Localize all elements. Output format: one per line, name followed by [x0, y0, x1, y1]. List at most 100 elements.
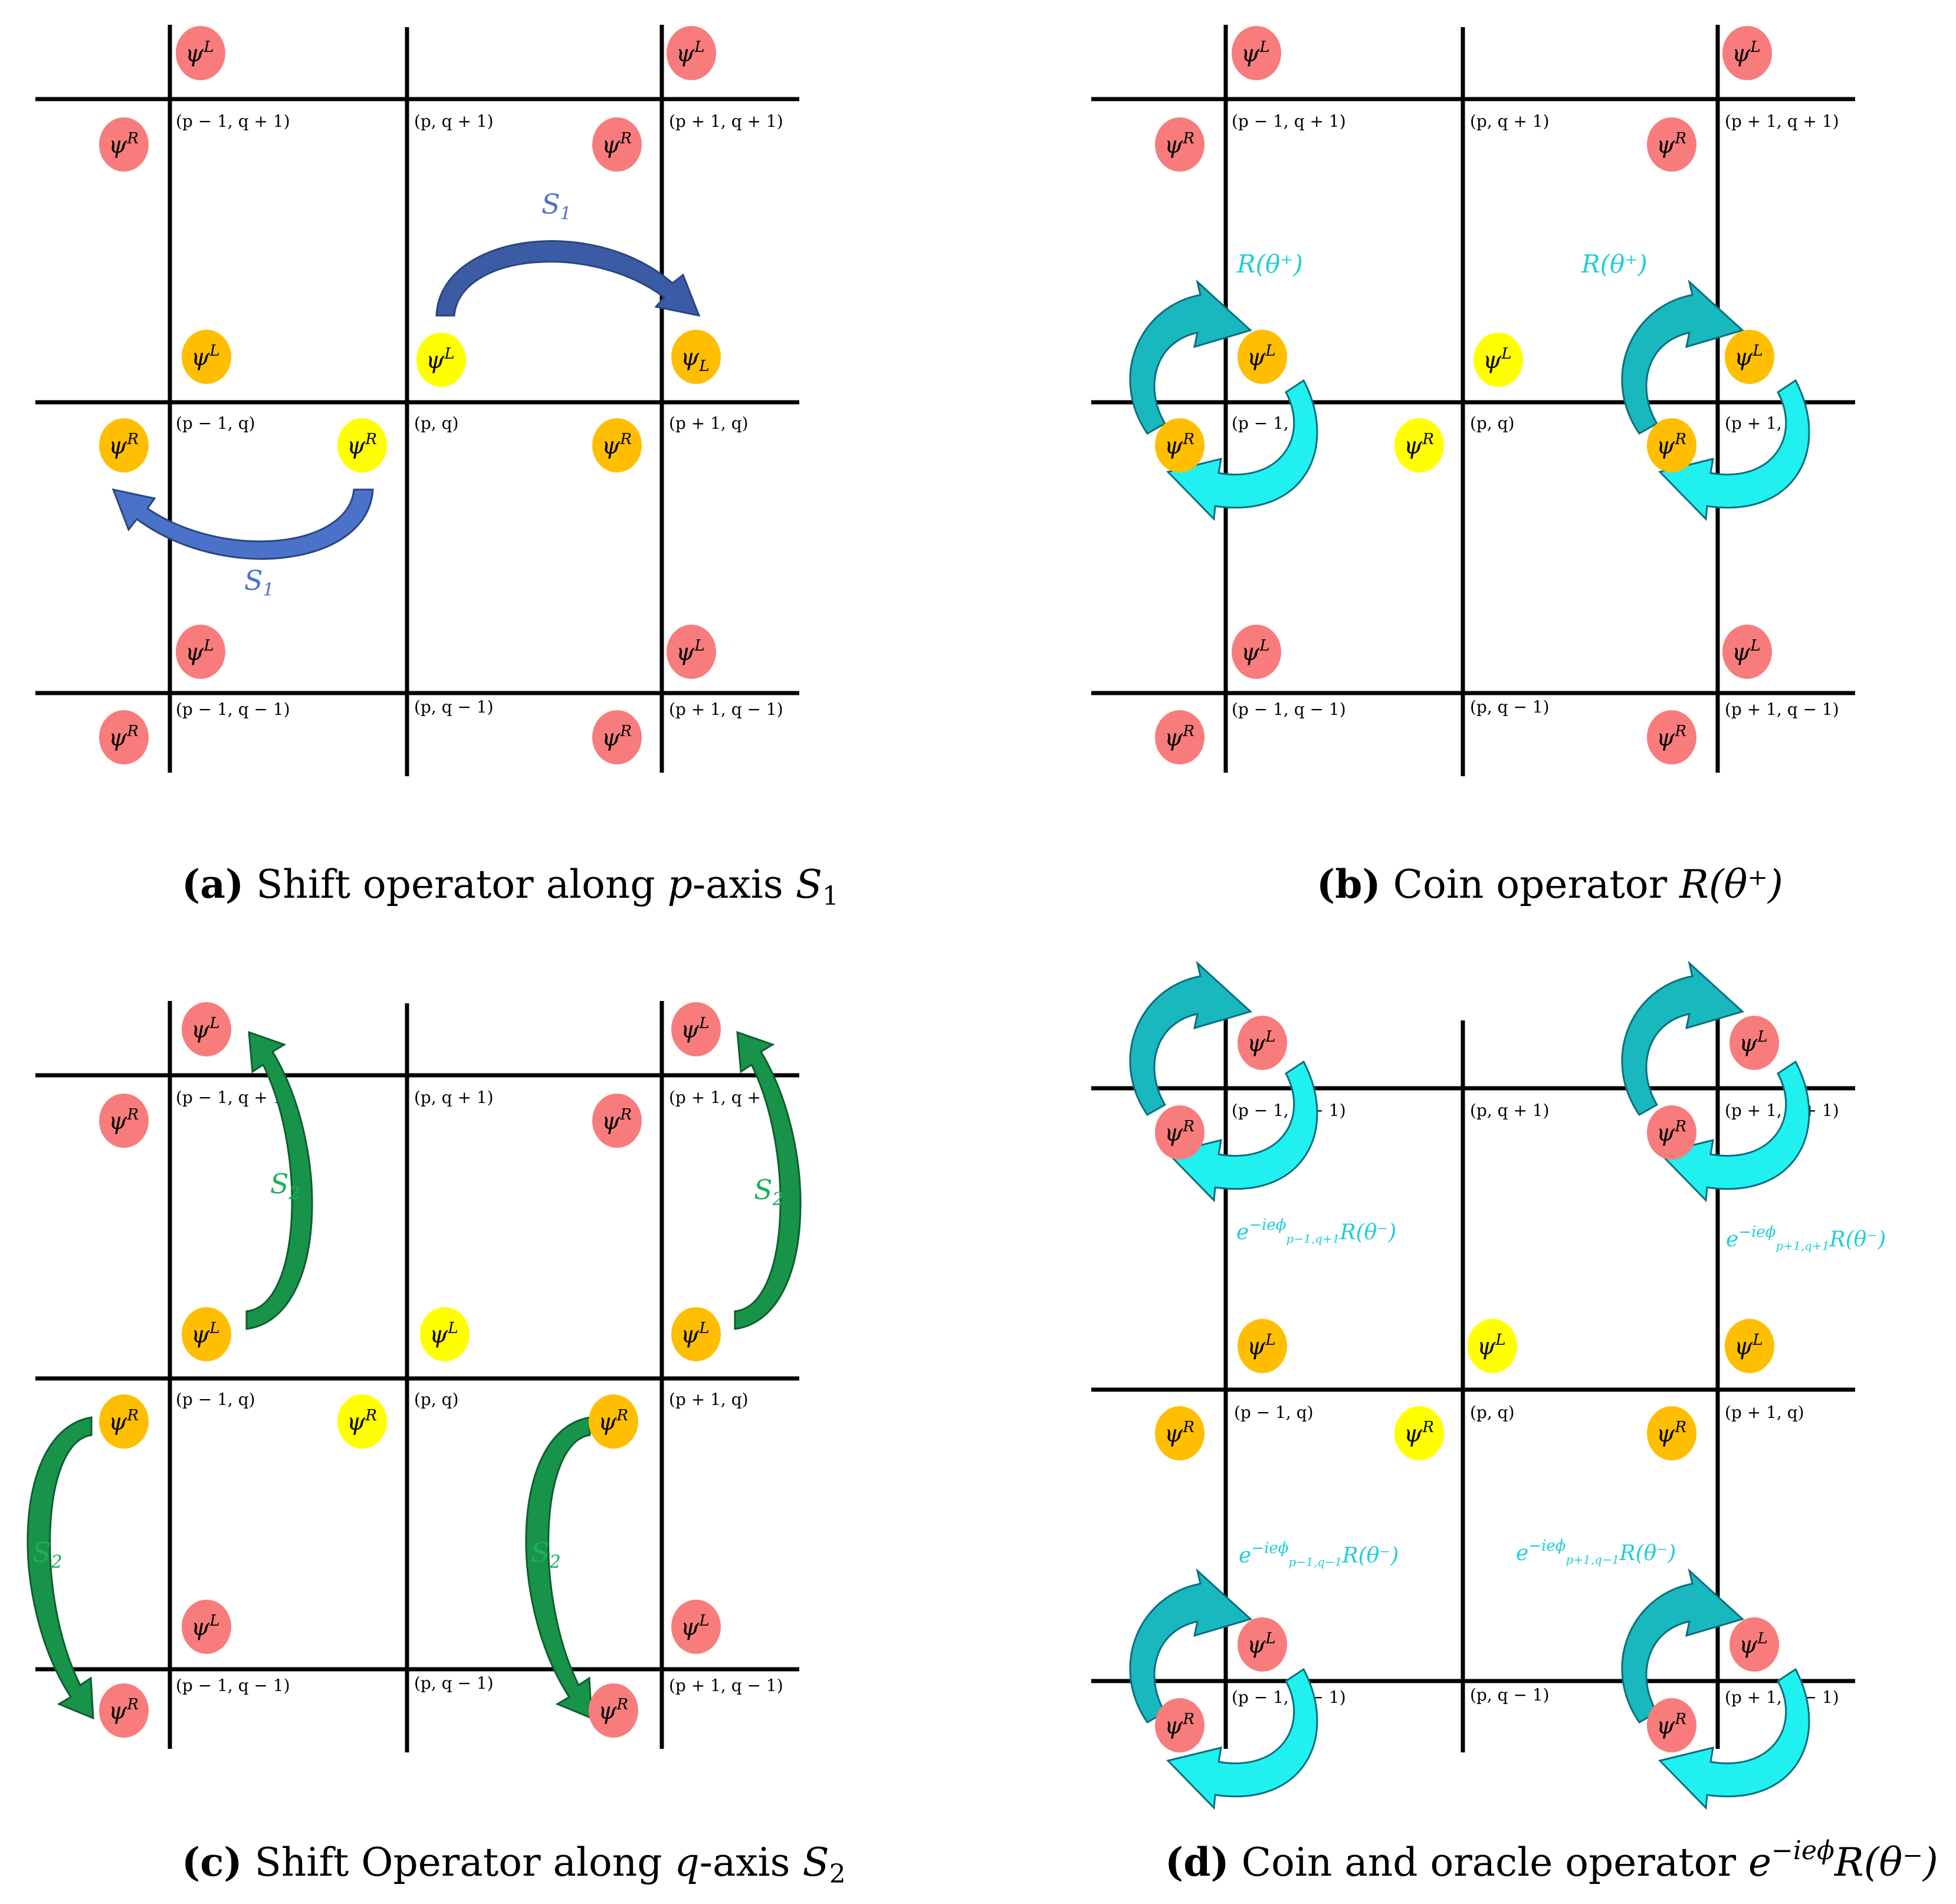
caption-b: (b) Coin operator R(θ⁺) [1317, 861, 1783, 907]
coord-label: (p, q) [1470, 1403, 1515, 1422]
shift-arrow-s2-up-right [734, 1030, 802, 1330]
psi-node-circle [1155, 117, 1205, 172]
coord-label: (p − 1, q + 1) [1232, 1101, 1346, 1120]
psi-node-circle [176, 26, 225, 80]
psi-node-circle [1647, 1105, 1696, 1160]
oracle-rotation-bottom-left [1129, 1568, 1318, 1810]
psi-node-label: ψR [1656, 1118, 1686, 1147]
psi-node: ψR [99, 710, 149, 764]
psi-node: ψR [1647, 418, 1696, 472]
psi-node-circle [1238, 1016, 1287, 1070]
rotation-arrow-cyan [1658, 1667, 1810, 1810]
psi-node: ψL [671, 1600, 721, 1654]
psi-node-label: ψR [598, 1407, 628, 1436]
oracle-label-bottom-left: e−ieϕp−1,q−1R(θ⁻) [1239, 1539, 1399, 1569]
psi-node-circle [1238, 1319, 1287, 1373]
coord-label: (p − 1, q − 1) [1232, 700, 1346, 719]
psi-node-label: ψL [429, 1319, 458, 1348]
coord-label: (p − 1, q + 1) [176, 1088, 290, 1107]
psi-node: ψL [416, 333, 466, 387]
coord-label: (p − 1, q − 1) [1232, 1688, 1346, 1707]
psi-node-label: ψL [1247, 1331, 1276, 1360]
coord-label: (p − 1, q) [176, 413, 255, 433]
coord-label: (p + 1, q + 1) [1725, 1101, 1839, 1120]
psi-node: ψR [99, 1683, 149, 1738]
psi-node: ψR [1155, 710, 1205, 764]
psi-node: ψL [1725, 330, 1774, 384]
psi-node-circle [667, 625, 716, 679]
psi-node: ψL [1232, 625, 1281, 679]
oracle-rotation-top-right [1621, 960, 1810, 1203]
oracle-label-top-right: e−ieϕp+1,q+1R(θ⁻) [1726, 1223, 1886, 1253]
coord-label: (p, q) [414, 413, 459, 433]
psi-node-circle [99, 1683, 149, 1738]
psi-node-circle [1647, 1406, 1696, 1460]
psi-node-circle [99, 710, 149, 764]
arrow-label-s2: S2 [754, 1174, 784, 1210]
psi-node: ψL [182, 1600, 231, 1654]
psi-node-label: ψR [1164, 723, 1194, 751]
rotation-arrow-cyan [1166, 379, 1318, 521]
psi-node: ψL [182, 1002, 231, 1056]
psi-node: ψR [1647, 117, 1696, 172]
psi-node-circle [671, 1002, 721, 1056]
arrow-label-s1: S1 [541, 188, 572, 224]
psi-node: ψL [1473, 333, 1523, 387]
coord-label: (p − 1, q) [176, 1390, 255, 1409]
coord-label: (p + 1, q − 1) [669, 1676, 783, 1695]
psi-node: ψL [420, 1307, 470, 1361]
psi-node: ψR [1155, 1698, 1205, 1752]
psi-node-label: ψL [1241, 38, 1270, 67]
psi-node: ψL [176, 26, 225, 80]
psi-node-circle [592, 710, 642, 764]
shift-arrow-s1-top [435, 240, 701, 317]
psi-node-circle [182, 330, 231, 384]
psi-node: ψR [592, 1094, 642, 1148]
psi-node-circle [1232, 26, 1281, 80]
rotation-arrow-cyan [1658, 379, 1810, 521]
caption-d: (d) Coin and oracle operator e−ieϕR(θ⁻) [1165, 1836, 1938, 1885]
psi-node-circle [1155, 1406, 1205, 1460]
coord-label: (p + 1, q + 1) [1725, 111, 1839, 131]
coord-label: (p, q − 1) [414, 697, 494, 717]
coord-label: (p, q) [1470, 413, 1515, 433]
psi-node-label: ψL [191, 1612, 220, 1641]
psi-node: ψR [99, 1094, 149, 1148]
psi-node-label: ψR [1656, 130, 1686, 159]
psi-node-circle [671, 1600, 721, 1654]
coord-label: (p − 1, q − 1) [176, 700, 290, 719]
psi-node: ψR [592, 710, 642, 764]
psi-node: ψR [1647, 710, 1696, 764]
psi-node-circle [99, 1094, 149, 1148]
panel-b: (p − 1, q + 1) (p, q + 1) (p + 1, q + 1)… [1091, 25, 1855, 907]
psi-node-label: ψL [681, 1612, 710, 1641]
psi-node-label: ψR [109, 1407, 139, 1436]
psi-node-label: ψR [602, 431, 632, 459]
psi-node: ψL [1722, 26, 1772, 80]
psi-node-circle [420, 1307, 470, 1361]
psi-node-label: ψL [191, 342, 220, 371]
psi-node-circle [1729, 1016, 1779, 1070]
psi-node: ψL [182, 1307, 231, 1361]
psi-node-label: ψR [1656, 431, 1686, 459]
psi-node: ψR [337, 1394, 387, 1449]
psi-node-label: ψR [1404, 431, 1434, 459]
psi-node: ψR [99, 1394, 149, 1449]
oracle-label-bottom-right: e−ieϕp+1,q−1R(θ⁻) [1516, 1537, 1676, 1567]
psi-node: ψR [337, 418, 387, 472]
rotation-arrow-teal [1621, 279, 1744, 435]
rotation-arrow-teal [1129, 279, 1252, 435]
coin-rotation-right: R(θ⁺) [1581, 250, 1810, 521]
oracle-label-top-left: e−ieϕp−1,q+1R(θ⁻) [1236, 1216, 1396, 1246]
coordinate-labels: (p − 1, q + 1) (p, q + 1) (p + 1, q + 1)… [176, 111, 783, 719]
arrow-label-s2: S2 [32, 1537, 63, 1573]
psi-node-label: ψR [109, 723, 139, 751]
psi-node-label: ψL [1734, 1331, 1763, 1360]
psi-node-circle [1722, 625, 1772, 679]
psi-node: ψL [671, 1307, 721, 1361]
psi-node: ψL [667, 26, 716, 80]
psi-node-label: ψL [681, 1015, 710, 1043]
psi-node-circle [99, 418, 149, 472]
psi-node: ψR [1155, 1105, 1205, 1160]
psi-node-circle [1394, 418, 1444, 472]
